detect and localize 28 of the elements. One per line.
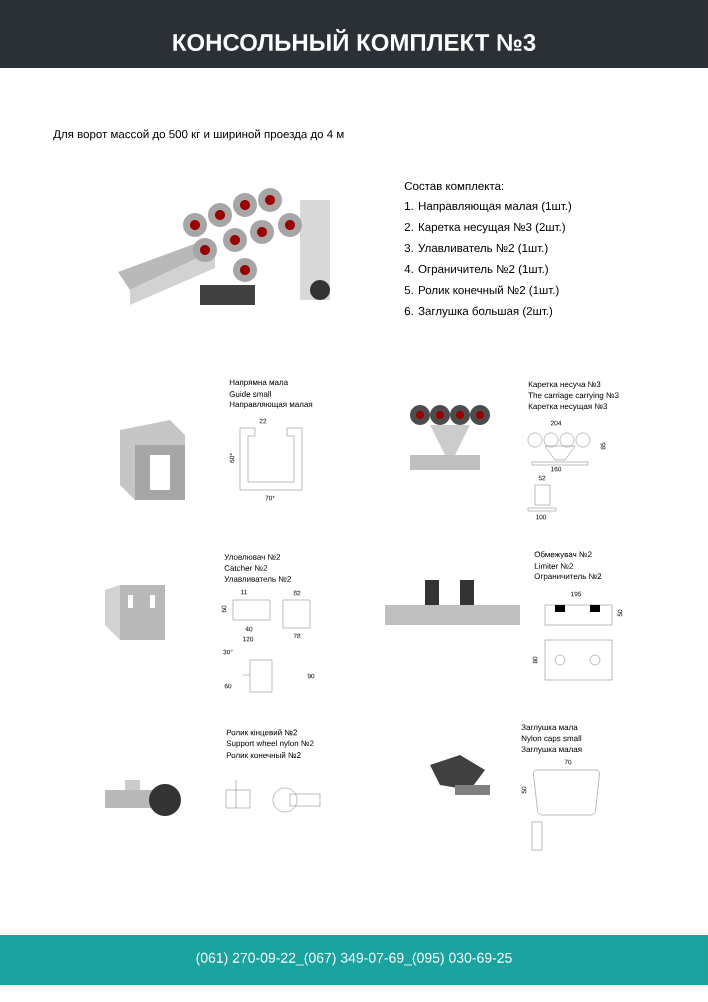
caption-text: Ролик кінцевий №2 xyxy=(226,729,297,737)
caption-text: Обмежувач №2 xyxy=(534,551,592,559)
caption-text: Catcher №2 xyxy=(224,565,268,571)
caption-text: The carriage carrying №3 xyxy=(528,392,619,400)
caption-text: Заглушка мала xyxy=(521,724,578,732)
list-item: 3. Улавливатель №2 (1шт.) xyxy=(404,243,548,255)
caption-text: Заглушка малая xyxy=(521,746,582,754)
caption-text: Nylon caps small xyxy=(521,735,582,743)
title-banner: КОНСОЛЬНЫЙ КОМПЛЕКТ №3 xyxy=(0,0,708,68)
list-item: 1. Направляющая малая (1шт.) xyxy=(405,201,572,213)
list-heading: Состав комплекта: xyxy=(404,181,504,191)
caption-text: Ролик конечный №2 xyxy=(226,752,301,758)
caption-text: Направляющая малая xyxy=(229,401,313,409)
list-item: 4. Ограничитель №2 (1шт.) xyxy=(404,264,548,276)
caption-text: Каретка несуча №3 xyxy=(528,381,601,389)
caption-text: Guide small xyxy=(229,391,271,397)
caption-text: Support wheel nylon №2 xyxy=(226,740,314,748)
caption-text: Улавливатель №2 xyxy=(224,576,291,582)
caption-text: Ограничитель №2 xyxy=(534,573,602,581)
caption-text: Limiter №2 xyxy=(534,563,574,569)
phone-numbers: (061) 270-09-22_(067) 349-07-69_(095) 030-69-25 xyxy=(196,952,512,966)
caption-text: Напрямна мала xyxy=(229,379,289,387)
subtitle-text: Для ворот массой до 500 кг и шириной проезда до 4 м xyxy=(53,129,344,141)
list-item: 6. Заглушка большая (2шт.) xyxy=(404,306,553,318)
list-item: 2. Каретка несущая №3 (2шт.) xyxy=(404,222,565,234)
caption-text: Уловлювач №2 xyxy=(224,554,281,560)
caption-text: Каретка несущая №3 xyxy=(528,403,608,411)
list-item: 5. Ролик конечный №2 (1шт.) xyxy=(404,285,559,297)
